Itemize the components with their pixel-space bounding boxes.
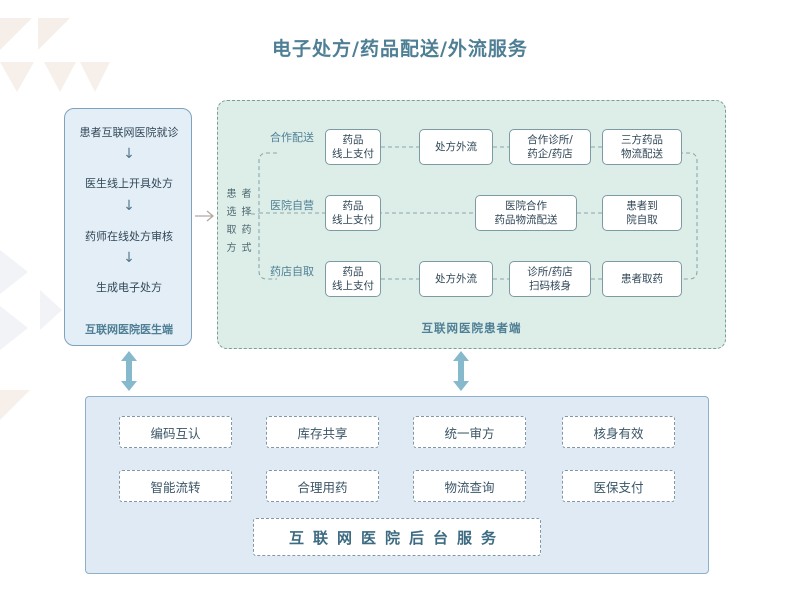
right-arrow-icon	[194, 208, 216, 227]
service-inventory-sharing: 库存共享	[266, 416, 379, 448]
service-rational-medication: 合理用药	[266, 470, 379, 502]
service-unified-review: 统一审方	[413, 416, 526, 448]
box-partner-clinic: 合作诊所/药企/药店	[509, 129, 591, 165]
box-online-payment: 药品线上支付	[325, 129, 381, 165]
double-arrow-icon	[451, 350, 471, 396]
box-pickup-at-hospital: 患者到院自取	[602, 195, 682, 231]
page-title: 电子处方/药品配送/外流服务	[272, 38, 528, 60]
route-label-partner-delivery: 合作配送	[270, 131, 314, 144]
service-smart-routing: 智能流转	[119, 470, 232, 502]
box-online-payment: 药品线上支付	[325, 261, 381, 297]
box-third-party-logistics: 三方药品物流配送	[602, 129, 682, 165]
choose-pickup-method-label: 患 者 选 择 取 药 方 式	[226, 189, 252, 254]
route-label-hospital-operated: 医院自营	[270, 199, 314, 212]
box-online-payment: 药品线上支付	[325, 195, 381, 231]
doctor-step-consult: 患者互联网医院就诊	[79, 126, 179, 139]
decorative-triangles	[0, 0, 140, 430]
patient-panel-title: 互联网医院患者端	[421, 321, 522, 335]
box-hospital-logistics: 医院合作药品物流配送	[475, 195, 577, 231]
box-patient-pickup: 患者取药	[602, 261, 682, 297]
route-label-pharmacy-pickup: 药店自取	[270, 265, 314, 278]
doctor-panel-title: 互联网医院医生端	[85, 323, 173, 336]
service-identity-verification: 核身有效	[562, 416, 675, 448]
down-arrow-icon: ↓	[123, 250, 135, 266]
backend-panel-title: 互联网医院后台服务	[253, 518, 541, 556]
doctor-step-prescribe: 医生线上开具处方	[85, 177, 173, 190]
service-logistics-query: 物流查询	[413, 470, 526, 502]
down-arrow-icon: ↓	[123, 198, 135, 214]
box-scan-verify: 诊所/药店扫码核身	[509, 261, 591, 297]
service-code-mutual-recognition: 编码互认	[119, 416, 232, 448]
doctor-step-generate: 生成电子处方	[96, 281, 162, 294]
double-arrow-icon	[119, 350, 139, 396]
doctor-panel: 患者互联网医院就诊 ↓ 医生线上开具处方 ↓ 药师在线处方审核 ↓ 生成电子处方…	[64, 108, 192, 346]
down-arrow-icon: ↓	[123, 146, 135, 162]
box-prescription-outflow: 处方外流	[419, 129, 493, 165]
box-prescription-outflow: 处方外流	[419, 261, 493, 297]
doctor-step-review: 药师在线处方审核	[85, 230, 173, 243]
service-insurance-payment: 医保支付	[562, 470, 675, 502]
